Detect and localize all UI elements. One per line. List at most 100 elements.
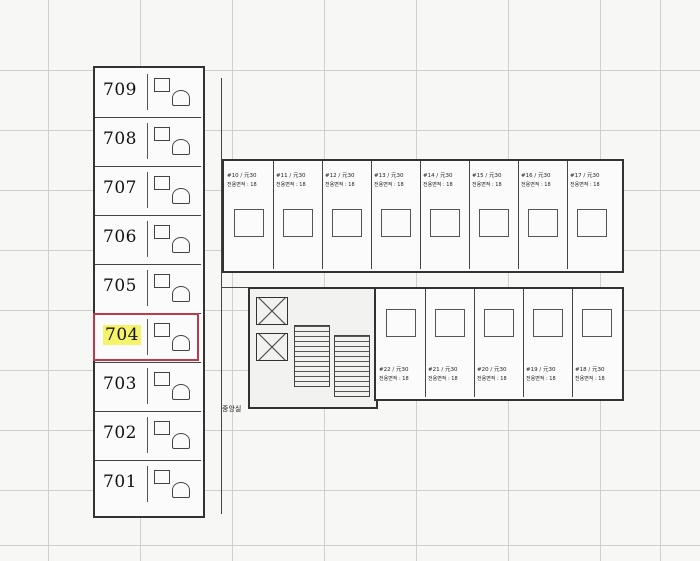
room-19[interactable]: #19 / 元30 전용면적 : 18	[523, 289, 573, 397]
room-14[interactable]: #14 / 元30 전용면적 : 18	[420, 161, 470, 269]
stair-elevator-core	[248, 287, 378, 409]
room-label: #11 / 元30	[276, 173, 306, 179]
room-area: 전용면적 : 18	[325, 182, 355, 188]
bathroom-fixtures	[147, 123, 198, 159]
room-12[interactable]: #12 / 元30 전용면적 : 18	[322, 161, 372, 269]
room-20[interactable]: #20 / 元30 전용면적 : 18	[474, 289, 524, 397]
bathroom-fixtures	[147, 466, 198, 502]
grid-line	[48, 0, 49, 561]
room-18[interactable]: #18 / 元30 전용면적 : 18	[572, 289, 621, 397]
grid-line	[0, 430, 700, 431]
bathroom-fixtures	[147, 417, 198, 453]
room-area: 전용면적 : 18	[472, 182, 502, 188]
unit-706[interactable]: 706	[95, 215, 201, 265]
bathroom-fixtures	[283, 209, 313, 237]
room-area: 전용면적 : 18	[428, 376, 458, 382]
unit-number: 706	[103, 227, 137, 247]
room-17[interactable]: #17 / 元30 전용면적 : 18	[567, 161, 616, 269]
bathroom-fixtures	[430, 209, 460, 237]
room-area: 전용면적 : 18	[521, 182, 551, 188]
grid-line	[660, 0, 661, 561]
unit-708[interactable]: 708	[95, 117, 201, 167]
room-label: #16 / 元30	[521, 173, 551, 179]
room-area: 전용면적 : 18	[276, 182, 306, 188]
unit-703[interactable]: 703	[95, 362, 201, 412]
elevator-icon	[256, 297, 288, 325]
bathroom-fixtures	[533, 309, 563, 337]
room-area: 전용면적 : 18	[477, 376, 507, 382]
bathroom-fixtures	[147, 368, 198, 404]
stair-icon	[334, 335, 370, 397]
unit-704[interactable]: 704	[95, 313, 201, 363]
unit-number: 707	[103, 178, 137, 198]
bathroom-fixtures	[528, 209, 558, 237]
bathroom-fixtures	[147, 172, 198, 208]
room-label: #10 / 元30	[227, 173, 257, 179]
room-label: #19 / 元30	[526, 367, 556, 373]
bottom-wing: #22 / 元30 전용면적 : 18 #21 / 元30 전용면적 : 18 …	[374, 287, 624, 401]
unit-number: 709	[103, 80, 137, 100]
unit-number: 702	[103, 423, 137, 443]
room-10[interactable]: #10 / 元30 전용면적 : 18	[224, 161, 274, 269]
top-wing: #10 / 元30 전용면적 : 18 #11 / 元30 전용면적 : 18 …	[222, 159, 624, 273]
bathroom-fixtures	[479, 209, 509, 237]
unit-number: 701	[103, 472, 137, 492]
room-label: #12 / 元30	[325, 173, 355, 179]
vertical-corridor	[201, 78, 222, 514]
room-11[interactable]: #11 / 元30 전용면적 : 18	[273, 161, 323, 269]
bathroom-fixtures	[435, 309, 465, 337]
room-21[interactable]: #21 / 元30 전용면적 : 18	[425, 289, 475, 397]
room-label: #13 / 元30	[374, 173, 404, 179]
room-15[interactable]: #15 / 元30 전용면적 : 18	[469, 161, 519, 269]
grid-line	[0, 70, 700, 71]
grid-line	[232, 0, 233, 561]
room-13[interactable]: #13 / 元30 전용면적 : 18	[371, 161, 421, 269]
bathroom-fixtures	[147, 74, 198, 110]
unit-707[interactable]: 707	[95, 166, 201, 216]
room-area: 전용면적 : 18	[526, 376, 556, 382]
unit-702[interactable]: 702	[95, 411, 201, 461]
grid-line	[416, 0, 417, 561]
bathroom-fixtures	[582, 309, 612, 337]
room-area: 전용면적 : 18	[379, 376, 409, 382]
room-area: 전용면적 : 18	[227, 182, 257, 188]
room-16[interactable]: #16 / 元30 전용면적 : 18	[518, 161, 568, 269]
unit-701[interactable]: 701	[95, 460, 201, 509]
room-label: #21 / 元30	[428, 367, 458, 373]
grid-line	[600, 0, 601, 561]
unit-709[interactable]: 709	[95, 68, 201, 118]
unit-number: 704	[103, 325, 141, 345]
unit-705[interactable]: 705	[95, 264, 201, 314]
bathroom-fixtures	[147, 319, 198, 355]
bathroom-fixtures	[381, 209, 411, 237]
highlight-frame-704	[93, 313, 199, 361]
room-area: 전용면적 : 18	[374, 182, 404, 188]
room-label: #22 / 元30	[379, 367, 409, 373]
elevator-icon	[256, 333, 288, 361]
unit-number: 705	[103, 276, 137, 296]
grid-line	[0, 545, 700, 546]
bathroom-fixtures	[577, 209, 607, 237]
stair-icon	[294, 325, 330, 387]
core-room-label: 중앙실	[222, 405, 242, 413]
unit-number: 703	[103, 374, 137, 394]
room-label: #14 / 元30	[423, 173, 453, 179]
room-label: #15 / 元30	[472, 173, 502, 179]
room-22[interactable]: #22 / 元30 전용면적 : 18	[376, 289, 426, 397]
grid-line	[324, 0, 325, 561]
bathroom-fixtures	[147, 221, 198, 257]
grid-line	[508, 0, 509, 561]
bathroom-fixtures	[386, 309, 416, 337]
room-label: #18 / 元30	[575, 367, 605, 373]
bathroom-fixtures	[234, 209, 264, 237]
left-wing: 709 708 707 706 705 704 703 702 701	[93, 66, 205, 518]
horizontal-corridor	[222, 269, 620, 288]
room-label: #20 / 元30	[477, 367, 507, 373]
room-label: #17 / 元30	[570, 173, 600, 179]
bathroom-fixtures	[484, 309, 514, 337]
unit-number: 708	[103, 129, 137, 149]
bathroom-fixtures	[147, 270, 198, 306]
bathroom-fixtures	[332, 209, 362, 237]
room-area: 전용면적 : 18	[575, 376, 605, 382]
room-area: 전용면적 : 18	[570, 182, 600, 188]
